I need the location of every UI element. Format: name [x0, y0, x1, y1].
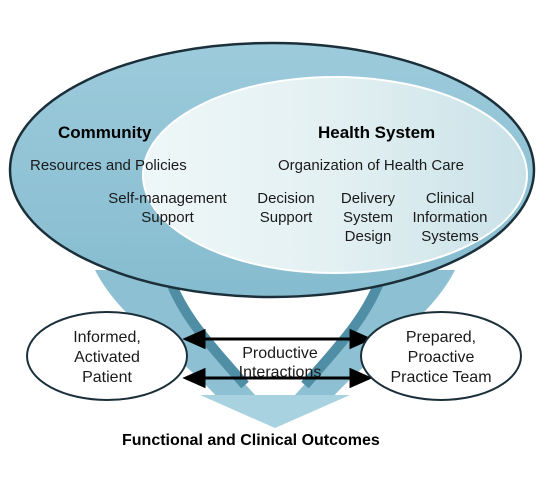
community-title: Community [58, 123, 152, 142]
clinical-information-systems-label: Clinical Information Systems [412, 190, 488, 245]
decision-support-label: Decision Support [257, 190, 315, 226]
team-label: Prepared, Proactive Practice Team [390, 329, 492, 386]
patient-label: Informed, Activated Patient [73, 329, 141, 386]
right-flow-stripe [301, 278, 385, 389]
resources-policies-label: Resources and Policies [30, 157, 187, 174]
organization-label: Organization of Health Care [278, 157, 464, 174]
patient-ellipse [26, 311, 188, 401]
productive-interactions-label: Productive Interactions [238, 345, 322, 381]
outcome-arrowhead [200, 395, 350, 428]
delivery-system-design-label: Delivery System Design [340, 190, 396, 245]
health-system-title: Health System [318, 123, 436, 142]
health-system-ellipse [142, 76, 528, 274]
outcomes-label: Functional and Clinical Outcomes [122, 432, 380, 449]
team-ellipse [360, 311, 522, 401]
self-management-label: Self-management Support [108, 190, 227, 226]
interaction-arrows [182, 328, 373, 389]
